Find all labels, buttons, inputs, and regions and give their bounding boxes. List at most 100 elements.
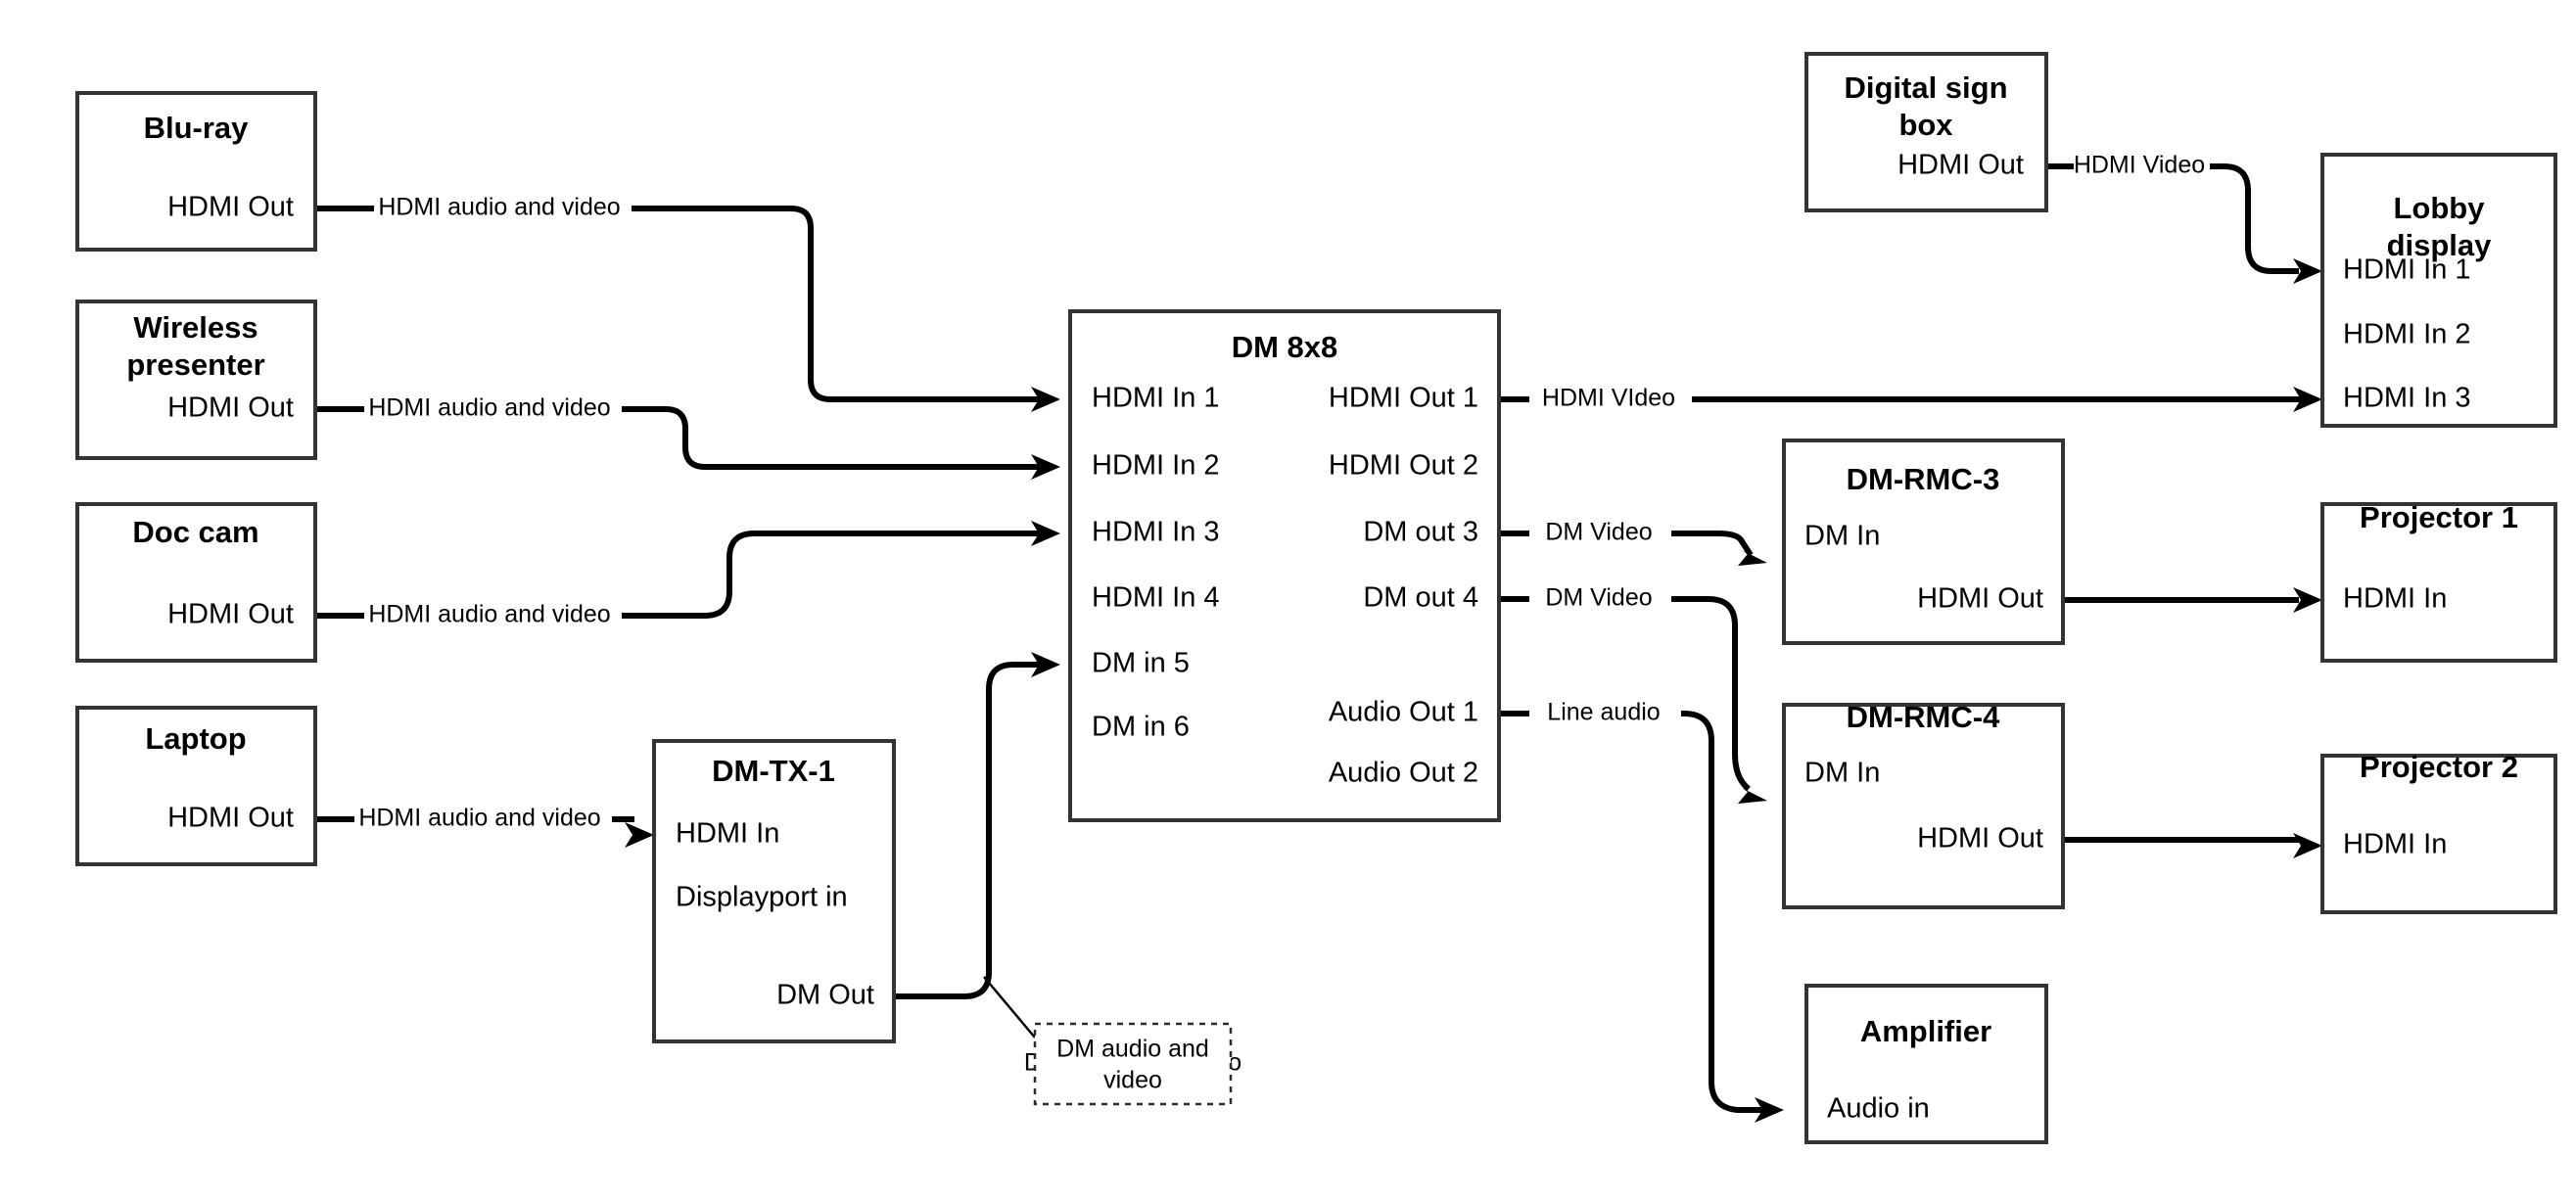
connection-dm8x8-to-lobby-hdmi3: HDMI VIdeo [1499, 385, 2322, 412]
port-label-dm-8x8-10: Audio Out 1 [1329, 697, 1478, 728]
wire-label-dm8x8-to-amplifier: Line audio [1547, 699, 1660, 726]
port-label-lobby-display-2: HDMI In 3 [2343, 383, 2471, 414]
wire-path [315, 206, 1041, 402]
port-label-lobby-display-1: HDMI In 2 [2343, 319, 2471, 350]
device-box-outline[interactable] [75, 706, 317, 866]
device-box-outline[interactable] [2320, 153, 2557, 428]
port-label-digital-sign-box-0: HDMI Out [1897, 150, 2024, 181]
arrowhead [2293, 833, 2322, 858]
connection-dm8x8-to-rmc4: DM Video [1499, 584, 1767, 804]
arrowhead [2293, 587, 2322, 613]
port-label-wireless-presenter-0: HDMI Out [167, 393, 294, 424]
device-title-laptop: Laptop [145, 721, 246, 756]
port-label-dm-8x8-1: HDMI In 2 [1092, 450, 1220, 482]
device-box-outline[interactable] [75, 502, 317, 663]
arrowhead [1738, 550, 1767, 566]
connection-dm8x8-to-rmc3: DM Video [1499, 519, 1767, 566]
connection-rmc3-to-projector1 [2063, 587, 2322, 613]
device-title-dm-rmc-4: DM-RMC-4 [1847, 700, 2000, 734]
device-title-blu-ray: Blu-ray [144, 111, 250, 145]
arrowhead [1738, 788, 1767, 804]
port-label-dm-8x8-2: HDMI In 3 [1092, 517, 1220, 548]
arrowhead [2293, 387, 2322, 412]
port-label-blu-ray-0: HDMI Out [167, 192, 294, 223]
connection-bluray-to-dm8x8: HDMI audio and video [315, 194, 1060, 412]
device-box-outline[interactable] [2320, 502, 2557, 663]
device-box-outline[interactable] [1782, 439, 2065, 645]
wire-path [315, 406, 1041, 470]
port-label-dm-rmc-4-0: DM In [1804, 758, 1880, 789]
device-box-outline[interactable] [75, 91, 317, 252]
device-title-projector-1: Projector 1 [2360, 500, 2518, 534]
port-label-projector-2-0: HDMI In [2343, 829, 2447, 860]
connection-laptop-to-dmtx1: HDMI audio and video [315, 805, 654, 848]
port-label-dm-8x8-6: HDMI Out 1 [1329, 383, 1478, 414]
port-label-dm-rmc-3-0: DM In [1804, 521, 1880, 552]
connection-rmc4-to-projector2 [2063, 833, 2322, 858]
device-box-outline[interactable] [2320, 754, 2557, 914]
port-label-dm-rmc-4-1: HDMI Out [1917, 823, 2043, 855]
arrowhead [2293, 258, 2322, 284]
wire-path [1499, 531, 1754, 557]
wire-label-dm8x8-to-lobby-hdmi3: HDMI VIdeo [1542, 385, 1675, 412]
port-label-dm-tx-1-1: Displayport in [676, 882, 848, 913]
port-label-laptop-0: HDMI Out [167, 803, 294, 834]
port-label-dm-8x8-7: HDMI Out 2 [1329, 450, 1478, 482]
wire-path [315, 531, 1041, 619]
arrowhead [1031, 454, 1060, 480]
device-title-dm-8x8: DM 8x8 [1232, 330, 1338, 364]
wire-label-dm8x8-to-rmc4: DM Video [1545, 584, 1652, 612]
wire-path [1499, 711, 1762, 1113]
wire-label-wireless-to-dm8x8: HDMI audio and video [368, 394, 610, 422]
callout-leader-line [983, 976, 1036, 1039]
arrowhead [625, 822, 654, 848]
device-box-outline[interactable] [652, 739, 896, 1043]
device-box-outline[interactable] [1804, 984, 2048, 1144]
device-title-amplifier: Amplifier [1860, 1014, 1991, 1048]
device-title-digital-sign-box: Digital sign [1844, 70, 2007, 105]
connection-doccam-to-dm8x8: HDMI audio and video [315, 521, 1060, 628]
wire-label-laptop-to-dmtx1: HDMI audio and video [358, 805, 600, 832]
wire-path [894, 662, 1041, 999]
device-title-doc-cam: Doc cam [132, 515, 258, 549]
device-box-outline[interactable] [1068, 309, 1501, 822]
wire-label-signbox-to-lobby-hdmi1: HDMI Video [2074, 152, 2205, 179]
wire-label-doccam-to-dm8x8: HDMI audio and video [368, 601, 610, 628]
wire-label-dm8x8-to-rmc3: DM Video [1545, 519, 1652, 546]
device-box-outline[interactable] [75, 300, 317, 460]
device-title-dm-rmc-3: DM-RMC-3 [1847, 462, 2000, 496]
device-title-dm-tx-1: DM-TX-1 [712, 754, 835, 788]
port-label-dm-rmc-3-1: HDMI Out [1917, 583, 2043, 615]
device-title-digital-sign-box: box [1898, 108, 1953, 142]
device-dm-rmc-4[interactable]: DM-RMC-4 DM In HDMI Out [1782, 700, 2065, 909]
arrowhead [1755, 1097, 1784, 1123]
arrowhead [1031, 652, 1060, 677]
callout-box-outline [1033, 1022, 1233, 1106]
port-label-dm-tx-1-0: HDMI In [676, 818, 779, 850]
port-label-dm-8x8-4: DM in 5 [1092, 648, 1190, 679]
device-box-outline[interactable] [1804, 52, 2048, 212]
wire-path [1499, 596, 1751, 792]
arrowhead [1031, 387, 1060, 412]
device-box-outline[interactable] [1782, 703, 2065, 909]
port-label-amplifier-0: Audio in [1827, 1093, 1930, 1125]
port-label-dm-8x8-8: DM out 3 [1363, 517, 1478, 548]
device-title-lobby-display: Lobby [2394, 191, 2486, 225]
port-label-dm-8x8-11: Audio Out 2 [1329, 758, 1478, 789]
device-dm-rmc-3[interactable]: DM-RMC-3 DM In HDMI Out [1782, 439, 2065, 645]
device-title-wireless-presenter: presenter [126, 347, 264, 382]
